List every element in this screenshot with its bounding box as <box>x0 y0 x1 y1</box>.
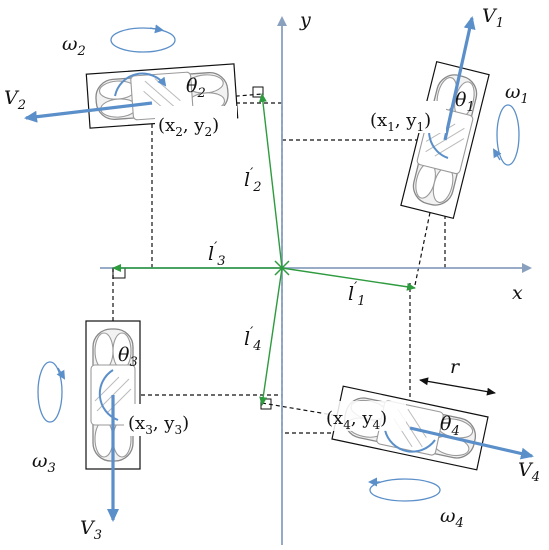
wheel-1-labels: V1 ω1 θ1 (x1, y1) l′1 <box>348 5 529 309</box>
wheel-2-labels: V2 ω2 θ2 (x2, y2) l′2 <box>4 33 262 195</box>
wheel-4-labels: V4 ω4 θ4 (x4, y4) l′4 <box>244 325 540 531</box>
svg-text:V4: V4 <box>518 459 540 485</box>
wheel-3 <box>37 267 141 522</box>
rotation-arrow-4 <box>369 478 441 502</box>
svg-text:ω4: ω4 <box>440 505 464 531</box>
svg-text:(x3, y3): (x3, y3) <box>128 413 189 437</box>
svg-text:(x1, y1): (x1, y1) <box>370 110 431 134</box>
rotation-arrow-3 <box>37 361 63 423</box>
svg-text:V1: V1 <box>482 5 504 31</box>
svg-text:l′3: l′3 <box>208 240 226 269</box>
svg-text:l′4: l′4 <box>244 325 262 354</box>
radius-label: r <box>450 356 461 378</box>
rotation-arrow-2 <box>110 27 176 53</box>
velocity-arrow-4 <box>409 426 534 460</box>
svg-text:l′1: l′1 <box>348 280 366 309</box>
svg-text:θ2: θ2 <box>186 75 206 101</box>
svg-text:V2: V2 <box>4 87 26 113</box>
velocity-arrow-1 <box>443 16 476 141</box>
radius-arrow <box>419 377 496 396</box>
arm-2 <box>258 93 283 269</box>
rotation-arrow-1 <box>496 104 520 166</box>
y-axis-label: y <box>299 9 311 31</box>
svg-text:l′2: l′2 <box>244 166 262 195</box>
svg-text:θ1: θ1 <box>455 89 475 115</box>
velocity-arrow-2 <box>24 101 153 123</box>
svg-text:θ4: θ4 <box>440 413 460 439</box>
svg-text:V3: V3 <box>80 517 102 543</box>
svg-text:(x4, y4): (x4, y4) <box>326 408 387 432</box>
position-arms <box>112 93 416 406</box>
x-axis-label: x <box>512 282 523 304</box>
arm-1 <box>281 267 416 291</box>
svg-text:θ3: θ3 <box>118 344 138 370</box>
wheel-2 <box>24 24 264 129</box>
arm-4 <box>259 267 283 406</box>
svg-text:(x2, y2): (x2, y2) <box>158 115 219 139</box>
construction-lines <box>112 93 446 434</box>
wheel-3-labels: V3 ω3 θ3 (x3, y3) l′3 <box>32 240 226 543</box>
svg-text:ω3: ω3 <box>32 450 56 476</box>
svg-text:ω2: ω2 <box>62 33 86 59</box>
svg-text:ω1: ω1 <box>505 81 529 107</box>
